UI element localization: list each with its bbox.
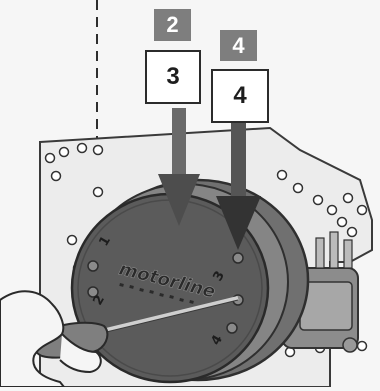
- step-tag-2: 2: [154, 9, 191, 41]
- step-box-3: 3: [145, 50, 201, 104]
- step-tag-4: 4: [220, 30, 257, 61]
- step-box-4: 4: [211, 69, 269, 123]
